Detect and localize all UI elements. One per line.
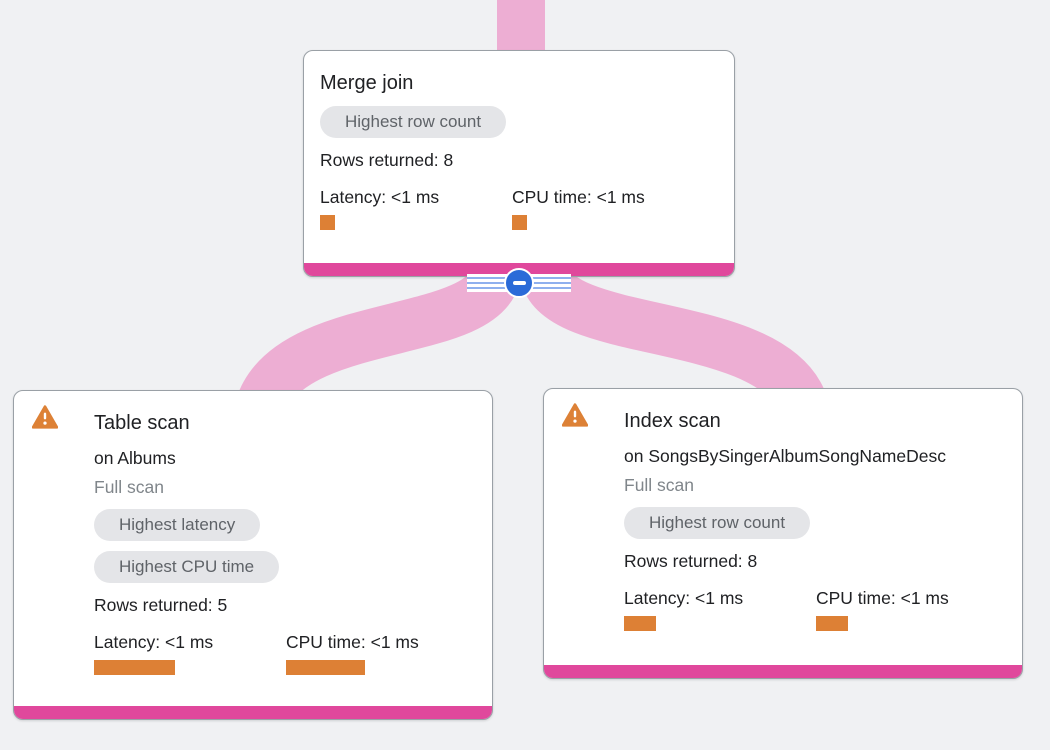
cpu-time-metric: CPU time: <1 ms [512, 187, 704, 230]
cpu-time-label: CPU time: <1 ms [512, 187, 645, 207]
highlight-badge-cpu: Highest CPU time [94, 551, 280, 583]
latency-bar [94, 660, 175, 675]
collapse-children-button[interactable] [504, 268, 534, 298]
plan-node-index-scan[interactable]: Index scan on SongsBySingerAlbumSongName… [543, 388, 1023, 679]
node-title: Index scan [624, 410, 721, 432]
node-title: Table scan [94, 412, 190, 434]
metrics-row: Latency: <1 ms CPU time: <1 ms [320, 187, 718, 230]
highlight-badge-row-count: Highest row count [624, 507, 811, 539]
metrics-row: Latency: <1 ms CPU time: <1 ms [94, 632, 476, 675]
cpu-time-metric: CPU time: <1 ms [286, 632, 478, 675]
cpu-time-label: CPU time: <1 ms [816, 588, 949, 608]
latency-label: Latency: <1 ms [624, 588, 744, 608]
cpu-time-metric: CPU time: <1 ms [816, 588, 1008, 631]
latency-metric: Latency: <1 ms [320, 187, 512, 230]
node-title: Merge join [320, 72, 414, 94]
rows-returned-label: Rows returned: 8 [320, 150, 454, 170]
latency-metric: Latency: <1 ms [624, 588, 816, 631]
cpu-time-bar [512, 215, 527, 230]
latency-bar [624, 616, 656, 631]
minus-icon [512, 281, 526, 285]
node-accent-bar [544, 665, 1022, 678]
warning-icon [561, 403, 589, 427]
highlight-badge-latency: Highest latency [94, 509, 261, 541]
edge-to-index-scan [521, 266, 825, 413]
plan-node-table-scan[interactable]: Table scan on Albums Full scan Highest l… [13, 390, 493, 720]
rows-returned-label: Rows returned: 8 [624, 551, 758, 571]
edge-to-table-scan [239, 266, 520, 413]
warning-icon [31, 405, 59, 429]
scan-type-label: Full scan [94, 477, 165, 497]
node-target-label: on Albums [94, 448, 176, 468]
latency-metric: Latency: <1 ms [94, 632, 286, 675]
cpu-time-label: CPU time: <1 ms [286, 632, 419, 652]
latency-label: Latency: <1 ms [94, 632, 214, 652]
node-accent-bar [14, 706, 492, 719]
plan-node-merge-join[interactable]: Merge join Highest row count Rows return… [303, 50, 735, 277]
metrics-row: Latency: <1 ms CPU time: <1 ms [624, 588, 1006, 631]
latency-label: Latency: <1 ms [320, 187, 440, 207]
node-target-label: on SongsBySingerAlbumSongNameDesc [624, 446, 946, 466]
cpu-time-bar [286, 660, 365, 675]
cpu-time-bar [816, 616, 848, 631]
rows-returned-label: Rows returned: 5 [94, 595, 228, 615]
scan-type-label: Full scan [624, 475, 695, 495]
highlight-badge-row-count: Highest row count [320, 106, 507, 138]
latency-bar [320, 215, 335, 230]
